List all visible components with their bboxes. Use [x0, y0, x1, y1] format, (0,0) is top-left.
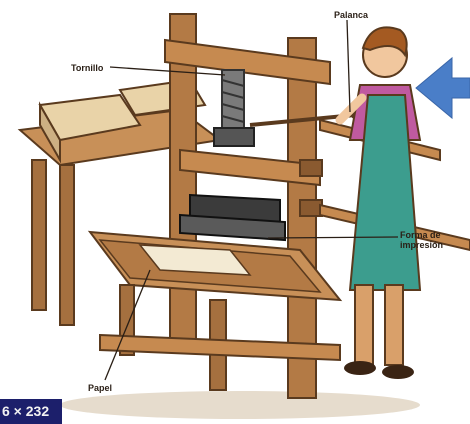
press-platen — [180, 195, 285, 240]
press-screw — [214, 70, 254, 146]
image-dimensions-badge: 6 × 232 — [0, 399, 62, 424]
label-papel: Papel — [88, 383, 112, 393]
label-palanca: Palanca — [334, 10, 368, 20]
ground-shadow — [60, 391, 420, 419]
label-tornillo: Tornillo — [71, 63, 103, 73]
label-forma-de-impresion: Forma de impresión — [400, 230, 443, 250]
leader-palanca — [347, 20, 350, 112]
printer-person — [340, 27, 420, 379]
